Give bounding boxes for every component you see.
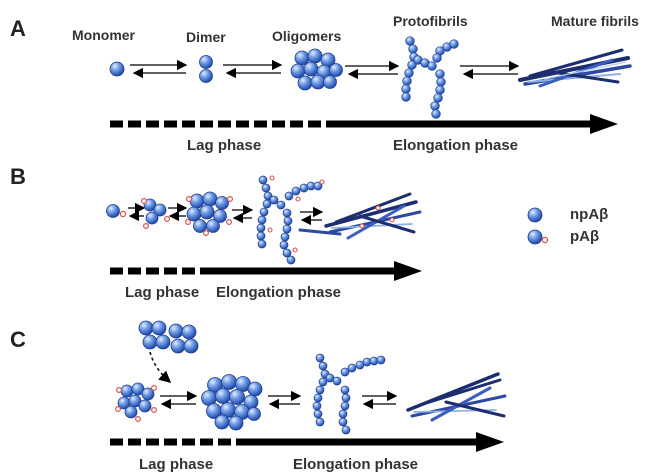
stage-label-oligomers: Oligomers [272, 28, 341, 44]
panel-c-letter: C [10, 327, 26, 352]
panel-c: C [10, 320, 507, 472]
protofibril-chains-c-icon [312, 353, 386, 435]
stage-label-dimer: Dimer [186, 29, 226, 45]
p-abeta-sphere-icon [527, 229, 543, 245]
c-oligomer-phospho-tags-icon [114, 385, 158, 423]
oligomer-cluster-icon [290, 48, 343, 91]
panel-a: A Monomer Dimer Oligomers Protofibrils M… [10, 13, 639, 154]
seeding-dotted-arrow [149, 351, 172, 383]
lag-phase-label-c: Lag phase [139, 456, 213, 472]
phase-arrow-b [110, 261, 422, 281]
small-mixed-oligomer-icon [141, 198, 171, 230]
monomer-sphere-icon [109, 61, 125, 77]
lag-phase-label-a: Lag phase [187, 137, 261, 154]
legend-phospho-tag-icon [541, 236, 549, 244]
mature-fibril-bundle-c-icon [406, 372, 507, 422]
np-abeta-sphere-icon [527, 207, 543, 223]
lag-phase-label-b: Lag phase [125, 284, 199, 301]
protofibril-phospho-tags-icon [267, 175, 325, 253]
elongation-phase-label-a: Elongation phase [393, 137, 518, 154]
large-mixed-oligomer-icon [186, 191, 229, 233]
stage-label-protofibrils: Protofibrils [393, 13, 468, 29]
equilibrium-arrows-a [130, 59, 520, 80]
phase-arrow-a [110, 114, 618, 134]
phospho-tag-icon [119, 210, 127, 218]
p-abeta-oligomer-icon [117, 382, 155, 419]
fibril-phospho-tags-icon [359, 205, 395, 229]
large-oligomer-c-icon [201, 374, 263, 431]
stage-label-monomer: Monomer [72, 27, 136, 43]
mature-fibril-bundle-b-icon [298, 192, 422, 240]
equilibrium-arrows-c [160, 390, 398, 410]
protofibril-chains-icon [401, 36, 459, 119]
panel-b: B [10, 164, 608, 301]
protofibril-chains-b-icon [256, 175, 323, 265]
panel-b-letter: B [10, 164, 26, 189]
elongation-phase-label-b: Elongation phase [216, 284, 341, 301]
stage-label-mature-fibrils: Mature fibrils [551, 13, 639, 29]
elongation-phase-label-c: Elongation phase [293, 456, 418, 472]
mature-fibril-bundle-icon [518, 48, 632, 88]
np-abeta-oligomer-seed-icon [138, 320, 199, 354]
legend-label-np-abeta: npAβ [570, 206, 608, 223]
equilibrium-arrows-b [128, 202, 324, 226]
phase-arrow-c [110, 432, 504, 452]
oligomer-phospho-tags-icon [185, 196, 234, 237]
panel-a-letter: A [10, 16, 26, 41]
p-abeta-monomer-icon [106, 204, 120, 218]
legend: npAβ pAβ [527, 206, 608, 245]
dimer-spheres-icon [199, 55, 213, 83]
legend-label-p-abeta: pAβ [570, 228, 599, 245]
